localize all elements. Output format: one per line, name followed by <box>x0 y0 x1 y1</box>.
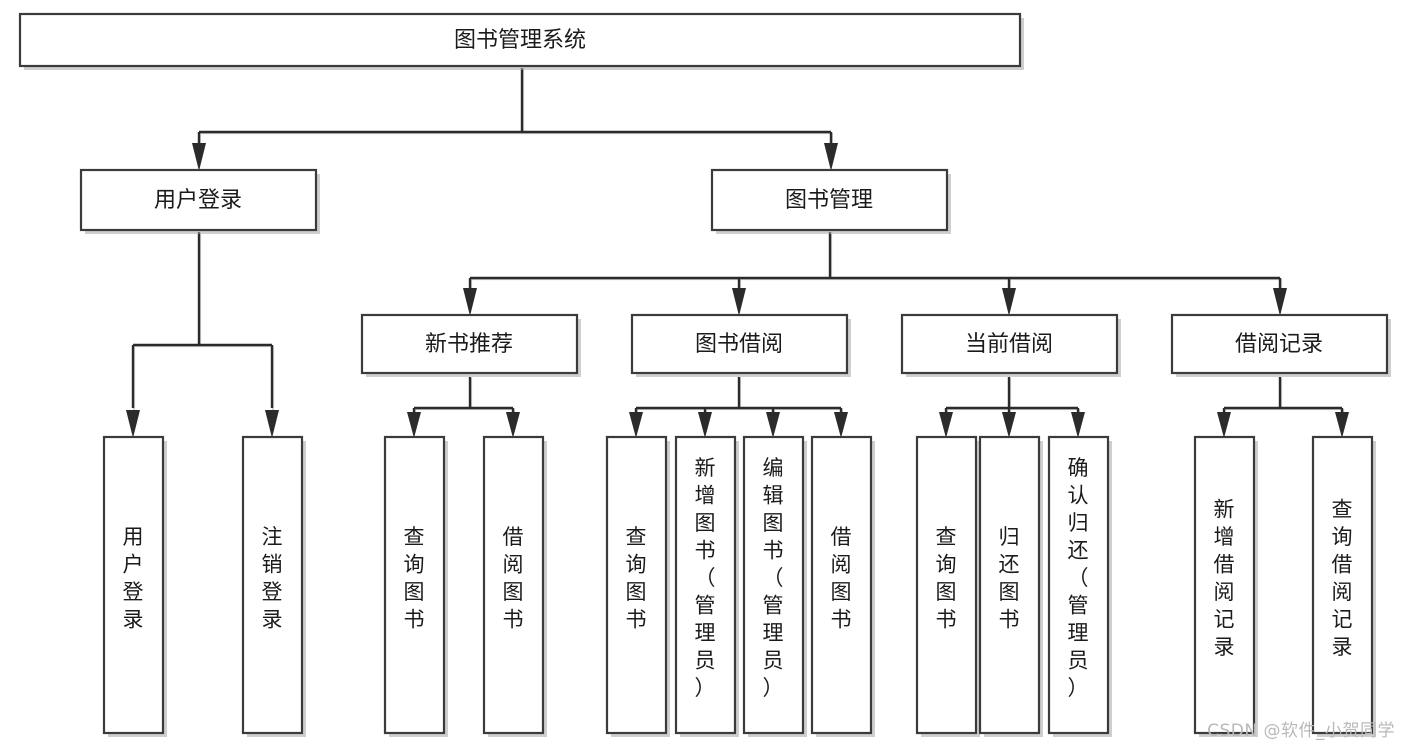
node-borrow-record[interactable]: 借阅记录 <box>1170 313 1391 377</box>
node-rect[interactable] <box>630 313 849 375</box>
node-current-borrow[interactable]: 当前借阅 <box>900 313 1121 377</box>
arrow-head-icon <box>506 412 520 438</box>
node-rect[interactable] <box>710 168 949 232</box>
arrow-head-icon <box>463 288 477 316</box>
node-new-book-recommend[interactable]: 新书推荐 <box>360 313 581 377</box>
arrow-head-icon <box>766 412 780 438</box>
leaf-node-layer: 用户登录 注销登录 查询图书 借阅图书 查询图书 <box>102 435 1376 737</box>
node-root[interactable]: 图书管理系统 <box>18 12 1024 70</box>
node-rect[interactable] <box>1193 435 1256 735</box>
node-label-leaf-query-book-1: 查询图书 <box>404 525 425 632</box>
connector-book-manage-to-level3 <box>463 232 1287 316</box>
node-label-root: 图书管理系统 <box>454 28 586 53</box>
node-leaf-user-logout[interactable]: 注销登录 <box>241 435 306 737</box>
node-label-borrow-record: 借阅记录 <box>1235 332 1323 357</box>
arrow-head-icon <box>824 143 838 171</box>
node-rect[interactable] <box>810 435 873 735</box>
node-label-user-login: 用户登录 <box>154 188 242 213</box>
node-label-leaf-query-book-2: 查询图书 <box>626 525 647 632</box>
arrow-head-icon <box>1002 288 1016 316</box>
node-label-leaf-query-book-3: 查询图书 <box>936 525 957 632</box>
connector-book-borrow-to-leaves <box>629 377 848 438</box>
node-label-leaf-borrow-book-2: 借阅图书 <box>831 525 852 632</box>
node-rect[interactable] <box>18 12 1022 68</box>
node-rect[interactable] <box>1311 435 1374 735</box>
node-rect[interactable] <box>1170 313 1389 375</box>
node-leaf-borrow-book-1[interactable]: 借阅图书 <box>482 435 547 737</box>
connector-borrow-record-to-leaves <box>1217 377 1349 438</box>
node-rect[interactable] <box>383 435 446 735</box>
node-label-leaf-add-record: 新增借阅记录 <box>1214 497 1235 659</box>
node-book-borrow[interactable]: 图书借阅 <box>630 313 851 377</box>
connector-layer <box>126 68 1349 438</box>
node-label-leaf-query-record: 查询借阅记录 <box>1332 497 1353 659</box>
node-label-leaf-add-book: 新增图书（管理员） <box>695 456 716 700</box>
node-rect[interactable] <box>674 435 737 735</box>
arrow-head-icon <box>265 410 279 438</box>
csdn-watermark: CSDN @软件_小贺同学 <box>1207 721 1395 741</box>
node-rect[interactable] <box>900 313 1119 375</box>
node-label-new-book-recommend: 新书推荐 <box>425 332 513 357</box>
node-label-leaf-user-login: 用户登录 <box>123 525 144 632</box>
arrow-head-icon <box>629 412 643 438</box>
node-leaf-query-book-3[interactable]: 查询图书 <box>915 435 980 737</box>
node-label-leaf-edit-book: 编辑图书（管理员） <box>763 456 784 700</box>
node-leaf-query-book-2[interactable]: 查询图书 <box>605 435 670 737</box>
node-leaf-edit-book[interactable]: 编辑图书（管理员） <box>742 435 807 737</box>
arrow-head-icon <box>1071 412 1085 438</box>
node-label-leaf-return-book: 归还图书 <box>999 525 1020 632</box>
node-leaf-return-book[interactable]: 归还图书 <box>978 435 1043 737</box>
arrow-head-icon <box>1335 412 1349 438</box>
arrow-head-icon <box>698 412 712 438</box>
arrow-head-icon <box>1217 412 1231 438</box>
arrow-head-icon <box>834 412 848 438</box>
node-book-manage[interactable]: 图书管理 <box>710 168 951 234</box>
arrow-head-icon <box>732 288 746 316</box>
node-user-login[interactable]: 用户登录 <box>79 168 320 234</box>
arrow-head-icon <box>126 410 140 438</box>
node-rect[interactable] <box>482 435 545 735</box>
arrow-head-icon <box>1273 288 1287 316</box>
node-rect[interactable] <box>79 168 318 232</box>
arrow-head-icon <box>407 412 421 438</box>
node-label-book-manage: 图书管理 <box>785 188 873 213</box>
node-rect[interactable] <box>915 435 978 735</box>
arrow-head-icon <box>1002 412 1016 438</box>
node-rect[interactable] <box>742 435 805 735</box>
node-rect[interactable] <box>605 435 668 735</box>
node-leaf-query-record[interactable]: 查询借阅记录 <box>1311 435 1376 737</box>
node-rect[interactable] <box>102 435 165 735</box>
node-rect[interactable] <box>360 313 579 375</box>
node-leaf-borrow-book-2[interactable]: 借阅图书 <box>810 435 875 737</box>
node-label-leaf-confirm-return: 确认归还（管理员） <box>1068 456 1089 700</box>
node-rect[interactable] <box>1047 435 1110 735</box>
node-rect[interactable] <box>978 435 1041 735</box>
arrow-head-icon <box>192 143 206 171</box>
node-label-book-borrow: 图书借阅 <box>695 332 783 357</box>
node-leaf-user-login[interactable]: 用户登录 <box>102 435 167 737</box>
node-label-leaf-user-logout: 注销登录 <box>262 525 283 632</box>
node-leaf-add-book[interactable]: 新增图书（管理员） <box>674 435 739 737</box>
arrow-head-icon <box>939 412 953 438</box>
node-leaf-query-book-1[interactable]: 查询图书 <box>383 435 448 737</box>
connector-new-book-recommend-to-leaves <box>407 377 520 438</box>
node-rect[interactable] <box>241 435 304 735</box>
connector-user-login-to-leaves <box>126 232 279 438</box>
node-leaf-confirm-return[interactable]: 确认归还（管理员） <box>1047 435 1112 737</box>
connector-root-to-level2 <box>192 68 838 171</box>
node-label-leaf-borrow-book-1: 借阅图书 <box>503 525 524 632</box>
node-leaf-add-record[interactable]: 新增借阅记录 <box>1193 435 1258 737</box>
node-label-current-borrow: 当前借阅 <box>965 332 1053 357</box>
connector-current-borrow-to-leaves <box>939 377 1085 438</box>
